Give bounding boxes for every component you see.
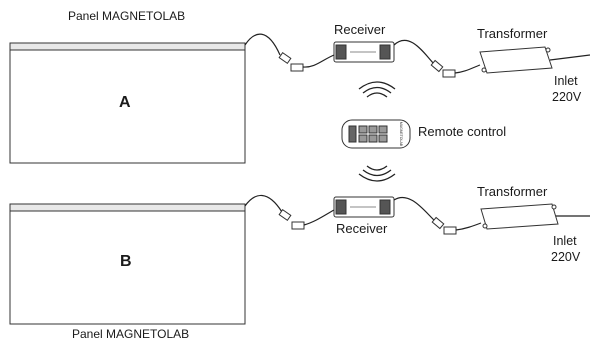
receiver-top-label: Receiver — [334, 22, 386, 37]
cable-connector-to-transformer-bottom — [455, 222, 482, 231]
panel-b-letter: B — [120, 253, 132, 270]
remote-brand: MAGNETOLAB — [399, 122, 403, 147]
connector-transformer-bottom — [431, 216, 457, 235]
inlet-top-line1: Inlet — [554, 74, 578, 88]
transformer-top — [479, 46, 553, 74]
panel-b-title: Panel MAGNETOLAB — [72, 327, 190, 341]
receiver-top — [333, 41, 395, 63]
wireless-signal-icon-top — [358, 81, 396, 98]
cable-connector-to-receiver-top — [302, 54, 335, 68]
cable-connector-to-receiver-bottom — [303, 209, 335, 226]
cable-panel-a-to-receiver — [244, 33, 281, 56]
transformer-top-label: Transformer — [477, 26, 548, 41]
cable-inlet-top — [549, 54, 590, 61]
connector-transformer-top — [430, 59, 456, 78]
cable-panel-b-to-receiver — [244, 194, 283, 213]
cable-receiver-to-connector-bottom — [393, 197, 437, 223]
inlet-bottom-line1: Inlet — [553, 234, 577, 248]
connector-panel-a — [278, 51, 304, 72]
panel-a — [9, 42, 246, 164]
panel-a-title: Panel MAGNETOLAB — [68, 9, 186, 23]
remote-control: MAGNETOLAB — [341, 119, 411, 149]
receiver-bottom — [333, 196, 395, 218]
remote-control-label: Remote control — [418, 124, 507, 139]
cable-connector-to-transformer-top — [454, 64, 481, 74]
wireless-signal-icon-bottom — [358, 165, 396, 182]
connector-panel-b — [278, 208, 305, 230]
inlet-bottom-line2: 220V — [551, 250, 581, 264]
receiver-bottom-label: Receiver — [336, 221, 388, 236]
inlet-top-line2: 220V — [552, 90, 582, 104]
transformer-bottom — [480, 203, 559, 230]
panel-a-letter: A — [119, 94, 131, 111]
transformer-bottom-label: Transformer — [477, 184, 548, 199]
panel-b — [9, 203, 246, 325]
cable-receiver-to-connector-top — [393, 39, 436, 66]
